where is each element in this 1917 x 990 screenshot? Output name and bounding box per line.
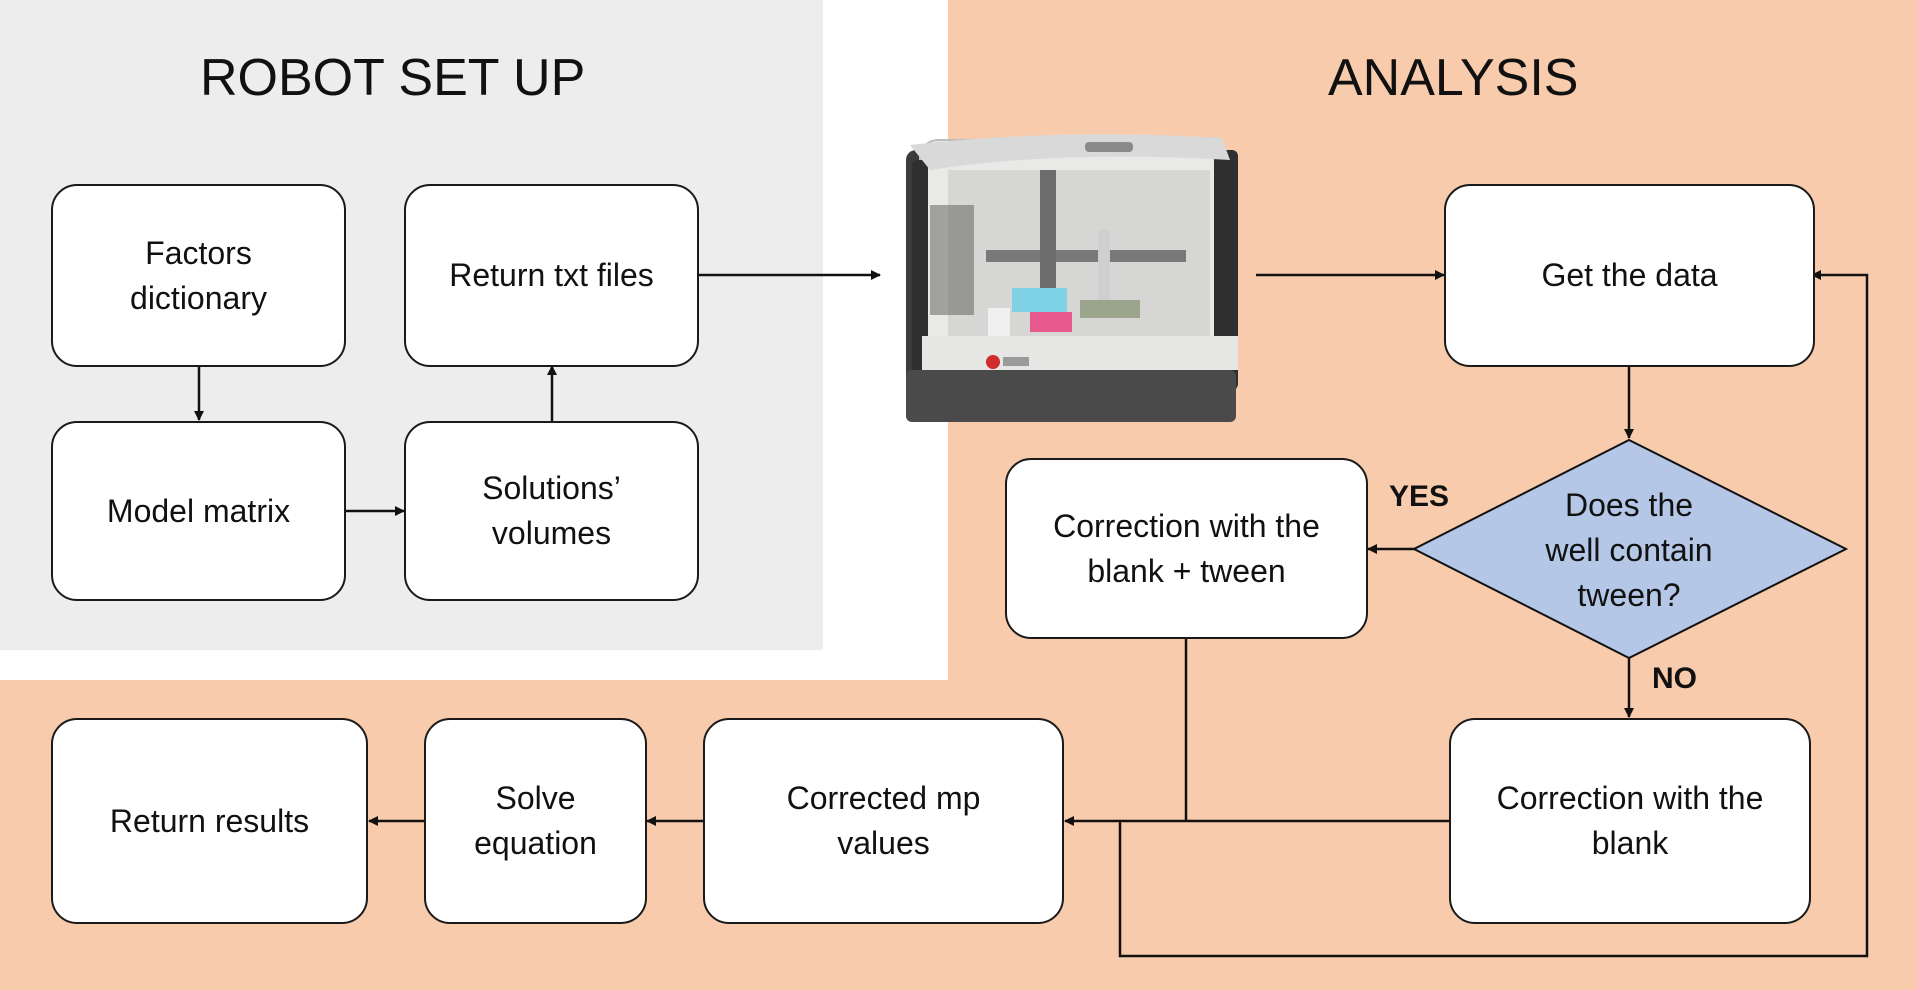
get-the-data-label: Get the data: [1541, 257, 1718, 293]
correction-blank-tween-label: Correction with the blank + tween: [1053, 507, 1320, 589]
return-txt-files-box: Return txt files: [404, 184, 699, 367]
yes-label: YES: [1389, 480, 1450, 513]
correction-blank-tween-box: Correction with the blank + tween: [1005, 458, 1368, 639]
solutions-volumes-label: Solutions’ volumes: [482, 470, 621, 551]
robot-setup-title: ROBOT SET UP: [200, 49, 586, 107]
model-matrix-box: Model matrix: [51, 421, 346, 601]
factors-dictionary-box: Factors dictionary: [51, 184, 346, 367]
return-results-label: Return results: [109, 802, 310, 839]
corrected-mp-values-box: Corrected mp values: [703, 718, 1064, 924]
solve-equation-box: Solve equation: [424, 718, 647, 924]
corrected-mp-values-label: Corrected mp values: [786, 780, 981, 861]
solutions-volumes-box: Solutions’ volumes: [404, 421, 699, 601]
correction-blank-box: Correction with the blank: [1449, 718, 1811, 924]
decision-question: Does the well contain tween?: [1545, 486, 1713, 613]
analysis-title: ANALYSIS: [1328, 49, 1579, 107]
no-label: NO: [1652, 662, 1697, 695]
model-matrix-label: Model matrix: [106, 492, 291, 529]
return-txt-files-label: Return txt files: [449, 257, 654, 293]
get-the-data-box: Get the data: [1444, 184, 1815, 367]
return-results-box: Return results: [51, 718, 368, 924]
correction-blank-label: Correction with the blank: [1496, 780, 1764, 861]
factors-dictionary-label: Factors dictionary: [130, 234, 267, 316]
liquid-handling-robot-image: [906, 134, 1238, 422]
solve-equation-label: Solve equation: [474, 780, 597, 861]
loop-back-line: [1118, 270, 1869, 958]
decision-diamond: [1411, 438, 1849, 660]
